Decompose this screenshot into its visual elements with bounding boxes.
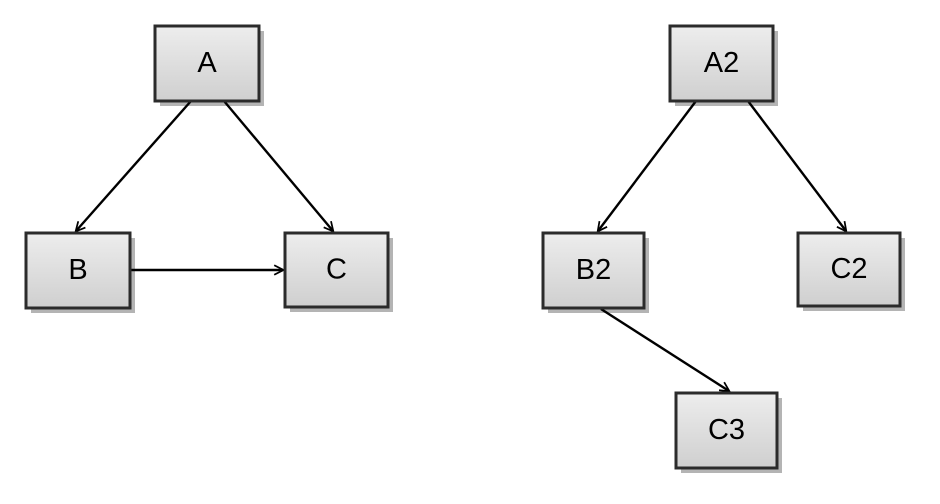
edge-a2-to-c2[interactable] (747, 100, 846, 231)
node-box-c2[interactable] (796, 231, 902, 308)
node-box-c3[interactable] (674, 391, 779, 470)
node-b2[interactable]: B2 (541, 231, 646, 310)
edge-a2-to-b2[interactable] (598, 100, 697, 231)
node-box-a[interactable] (153, 24, 261, 103)
edge-layer (76, 100, 846, 391)
node-box-b2[interactable] (541, 231, 646, 310)
edge-b2-to-c3[interactable] (600, 307, 729, 391)
node-box-a2[interactable] (668, 24, 775, 103)
edge-a-to-c[interactable] (223, 100, 333, 231)
edge-a-to-b[interactable] (76, 100, 192, 231)
node-box-c[interactable] (283, 231, 390, 309)
node-c[interactable]: C (283, 231, 390, 309)
node-a[interactable]: A (153, 24, 261, 103)
node-c3[interactable]: C3 (674, 391, 779, 470)
node-a2[interactable]: A2 (668, 24, 775, 103)
node-c2[interactable]: C2 (796, 231, 902, 308)
node-box-b[interactable] (24, 231, 132, 310)
node-b[interactable]: B (24, 231, 132, 310)
